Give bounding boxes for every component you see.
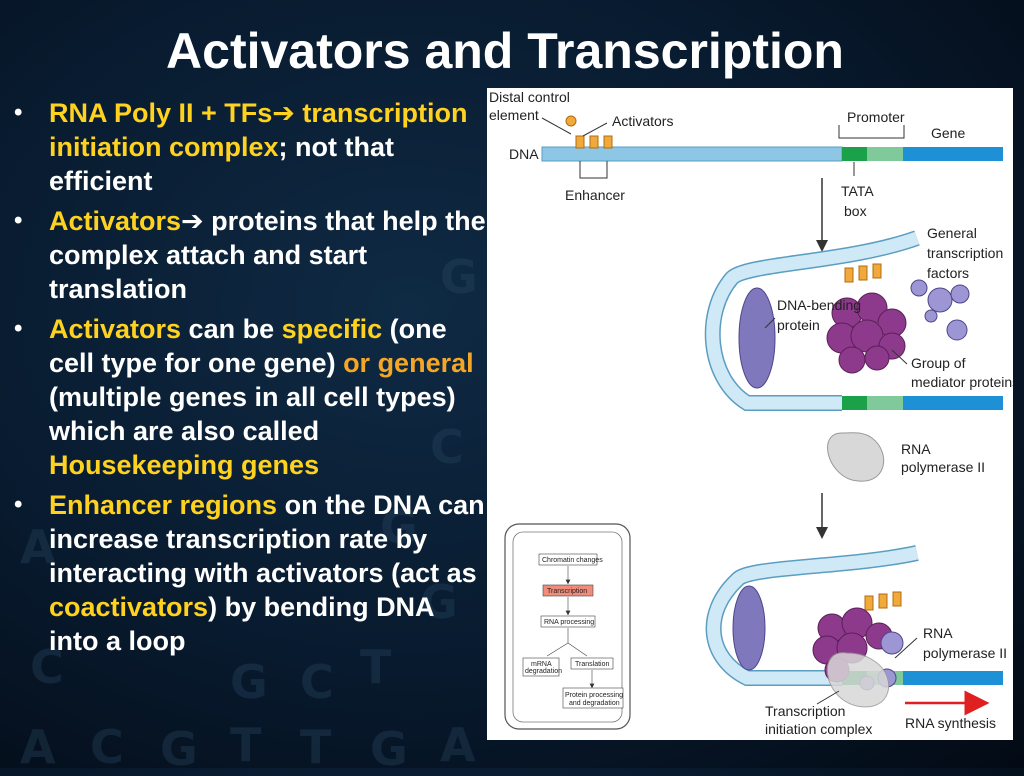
bullet-text: Housekeeping genes (49, 450, 320, 480)
label-protein: protein (777, 317, 820, 333)
flow-chromatin-changes: Chromatin changes (542, 557, 603, 564)
label-gene: Gene (931, 125, 965, 141)
bullet-text: ) by bending DNA into a loop (49, 592, 434, 656)
rna-polymerase-shape (827, 432, 885, 482)
bullet-dot: • (14, 315, 23, 342)
label-polymerase-ii-2: polymerase II (923, 645, 1007, 661)
bullet-text: Enhancer regions (49, 490, 278, 520)
bg-letter: G (440, 250, 478, 304)
bullet-item: • Activators can be specific (one cell t… (14, 312, 489, 482)
bullet-text: transcription initiation complex (49, 98, 468, 162)
bg-letter: C (430, 420, 464, 474)
complex-pointer (816, 690, 840, 705)
label-tata: TATA (841, 183, 874, 199)
label-dna: DNA (509, 146, 539, 162)
activator-shapes (864, 591, 902, 611)
bullet-text: Activators (49, 206, 182, 236)
flow-transcription: Transcription (547, 588, 587, 595)
activator-shapes (844, 263, 882, 283)
slide-title: Activators and Transcription (166, 23, 844, 79)
promoter-bracket (838, 125, 905, 139)
bullet-text: proteins that help the complex attach an… (49, 206, 486, 304)
flow-translation: Translation (575, 661, 609, 668)
bullet-item: • RNA Poly II + TFs➔ transcription initi… (14, 96, 489, 198)
bg-letter: G (380, 500, 418, 554)
label-factors: factors (927, 265, 969, 281)
bullet-text: RNA Poly II + TFs (49, 98, 273, 128)
bg-letter: A (20, 520, 56, 574)
flow-protein-processing: Protein processing (565, 692, 623, 699)
mediator-pointer (891, 349, 908, 365)
label-distal-control: Distal control (489, 89, 570, 105)
bg-letter: A (20, 720, 56, 774)
arrow-icon: ➔ (272, 98, 303, 128)
label-group-of: Group of (911, 355, 966, 371)
gene-expression-flowchart: Chromatin changes Transcription RNA proc… (504, 523, 631, 730)
general-transcription-factors (910, 279, 970, 341)
bullet-item: • Enhancer regions on the DNA can increa… (14, 488, 489, 658)
flow-rna-processing: RNA processing (544, 619, 594, 626)
label-initiation-complex: initiation complex (765, 721, 872, 737)
bullet-item: • Activators➔ proteins that help the com… (14, 204, 489, 306)
bullet-text: (multiple genes in all cell types) which… (49, 382, 456, 446)
rna-polymerase-shape (826, 652, 890, 708)
bg-letter: T (300, 720, 332, 774)
label-transcription: transcription (927, 245, 1003, 261)
bg-letter: G (230, 655, 268, 709)
label-rna-2: RNA (923, 625, 953, 641)
enhancer-bracket (579, 161, 608, 179)
bullet-text: can be (181, 314, 282, 344)
bullet-text: on the DNA can increase transcription ra… (49, 490, 485, 588)
activator-shapes (565, 115, 613, 149)
activator-pointer (582, 122, 608, 137)
label-polymerase-ii: polymerase II (901, 459, 985, 475)
bg-letter: G (370, 722, 408, 776)
bg-letter: T (360, 640, 392, 694)
bg-letter: A (440, 718, 476, 772)
bullet-text: ; not that efficient (49, 132, 394, 196)
arrow-icon: ➔ (181, 206, 212, 236)
bullet-text: (one cell type for one gene) (49, 314, 447, 378)
label-element: element (489, 107, 539, 123)
label-mediator: mediator proteins (911, 374, 1013, 390)
bg-letter: G (160, 722, 198, 776)
label-rna-synthesis: RNA synthesis (905, 715, 996, 731)
label-rna: RNA (901, 441, 931, 457)
bullet-text: or general (343, 348, 474, 378)
bg-letter: C (90, 720, 124, 774)
bullet-dot: • (14, 207, 23, 234)
flow-mrna: mRNA (531, 661, 552, 668)
bullet-list: • RNA Poly II + TFs➔ transcription initi… (14, 96, 489, 664)
flow-degradation: degradation (525, 668, 562, 675)
bg-letter: C (30, 640, 64, 694)
figure-panel: Distal control element Activators DNA En… (487, 88, 1013, 740)
bg-letter: T (230, 718, 262, 772)
label-activators: Activators (612, 113, 673, 129)
bullet-dot: • (14, 491, 23, 518)
label-general: General (927, 225, 977, 241)
mediator-protein-cluster (826, 292, 907, 374)
dna-loop-middle (704, 230, 1003, 411)
label-box: box (844, 203, 867, 219)
bg-letter: G (420, 575, 458, 629)
bullet-text: Activators (49, 314, 182, 344)
bullet-dot: • (14, 99, 23, 126)
dna-strand-top (541, 146, 1003, 162)
label-promoter: Promoter (847, 109, 905, 125)
bending-pointer (764, 317, 776, 329)
label-transcription-initiation: Transcription (765, 703, 845, 719)
distal-pointer (541, 117, 572, 135)
bg-letter: C (300, 655, 334, 709)
transcription-figure: Distal control element Activators DNA En… (489, 89, 1013, 737)
label-enhancer: Enhancer (565, 187, 625, 203)
polymerase-pointer (894, 637, 918, 659)
bullet-text: coactivators (49, 592, 209, 622)
bullet-text: specific (281, 314, 383, 344)
flow-and-degradation: and degradation (569, 700, 620, 707)
label-dna-bending: DNA-bending (777, 297, 861, 313)
